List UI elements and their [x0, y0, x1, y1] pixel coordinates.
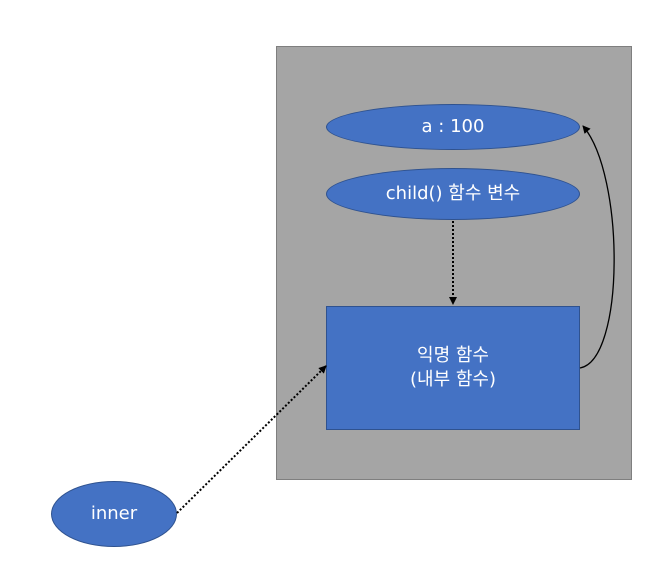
- variable-a-label: a : 100: [421, 116, 485, 137]
- inner-function-label: (내부 함수): [409, 369, 496, 390]
- inner-variable-node: inner: [51, 481, 177, 547]
- variable-a-node: a : 100: [326, 104, 580, 150]
- child-function-variable-node: child() 함수 변수: [326, 168, 580, 220]
- anonymous-function-node: 익명 함수 (내부 함수): [326, 306, 580, 430]
- inner-variable-label: inner: [90, 503, 138, 524]
- anonymous-function-label: 익명 함수: [417, 344, 489, 366]
- child-function-variable-label: child() 함수 변수: [385, 183, 521, 204]
